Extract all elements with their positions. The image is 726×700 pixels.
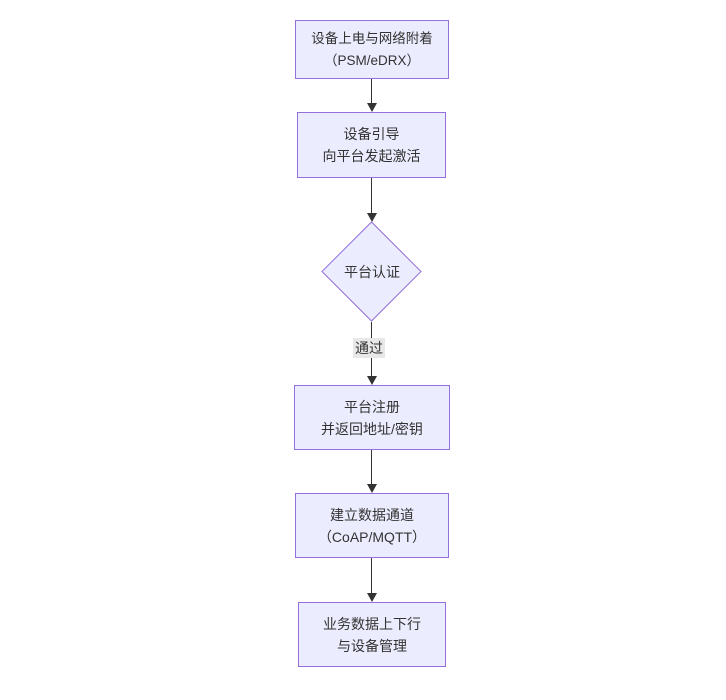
flow-node-device-bootstrap: 设备引导 向平台发起激活 — [297, 112, 446, 178]
flow-arrow-line — [371, 558, 372, 593]
flow-arrow-line — [371, 450, 372, 484]
decision-label: 平台认证 — [344, 264, 400, 280]
flow-node-business-data: 业务数据上下行 与设备管理 — [298, 602, 446, 667]
flow-arrow-line — [371, 178, 372, 213]
node-text-line: （PSM/eDRX） — [323, 52, 421, 68]
node-text-line: （CoAP/MQTT） — [317, 528, 427, 545]
node-text-line: 与设备管理 — [337, 637, 407, 654]
node-text-line: 平台注册 — [344, 398, 400, 415]
flow-arrow-line — [371, 79, 372, 103]
flow-node-platform-register: 平台注册 并返回地址/密钥 — [294, 385, 450, 450]
node-text-line: 业务数据上下行 — [323, 615, 421, 632]
node-text-line: 向平台发起激活 — [322, 148, 421, 164]
arrow-down-icon — [367, 484, 377, 493]
flow-node-data-channel: 建立数据通道 （CoAP/MQTT） — [295, 493, 449, 558]
flow-node-power-on-network-attach: 设备上电与网络附着 （PSM/eDRX） — [295, 20, 449, 79]
arrow-down-icon — [367, 213, 377, 222]
edge-label-pass: 通过 — [353, 338, 385, 358]
node-text-line: 建立数据通道 — [330, 506, 414, 523]
node-text-line: 设备上电与网络附着 — [311, 30, 433, 46]
node-text-line: 并返回地址/密钥 — [321, 420, 423, 437]
arrow-down-icon — [367, 103, 377, 112]
arrow-down-icon — [367, 593, 377, 602]
arrow-down-icon — [367, 376, 377, 385]
node-text-line: 设备引导 — [343, 126, 400, 142]
